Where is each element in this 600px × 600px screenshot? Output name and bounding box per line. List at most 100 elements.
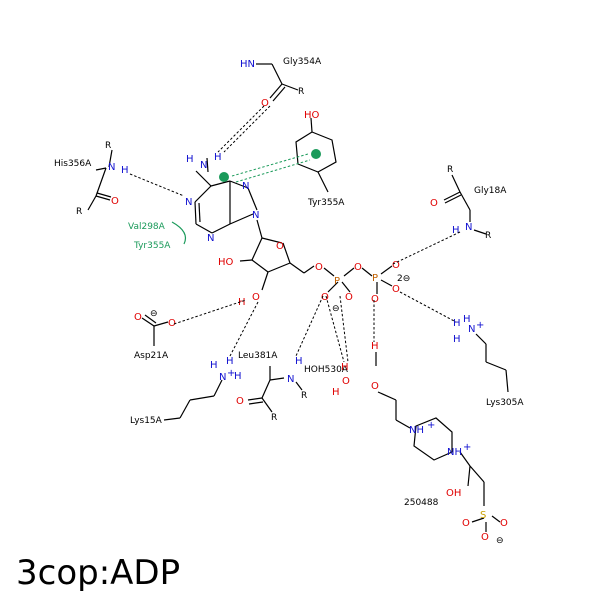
leu381-r1-label: R <box>301 391 307 401</box>
lys15-h1-label: H <box>226 356 234 367</box>
gly354-r-label: R <box>298 87 304 97</box>
ligand-id-label: 250488 <box>404 498 439 508</box>
residue-tyr355: HO Tyr355A <box>295 110 345 208</box>
gly354-label: Gly354A <box>283 57 322 67</box>
his356-o-label: O <box>111 196 119 207</box>
lys305-h3-label: H <box>453 334 461 345</box>
gly354-o-label: O <box>261 98 269 109</box>
sulfur-label: S <box>480 510 486 521</box>
n3-label: N <box>207 233 214 244</box>
pa-minus-label: ⊖ <box>332 304 340 314</box>
gly18-label: Gly18A <box>474 186 507 196</box>
leu381-o-label: O <box>236 396 244 407</box>
tyr355-label: Tyr355A <box>307 198 345 208</box>
val298-label: Val298A <box>128 222 166 232</box>
residue-leu381: Leu381A H N R O R <box>236 351 307 423</box>
ribose-oh-label: HO <box>218 257 234 268</box>
pa-o2-label: O <box>345 292 353 303</box>
pip-n1-plus-label: + <box>427 420 435 431</box>
water-h1-label: H <box>341 362 349 373</box>
tyr355-oh-label: HO <box>304 110 320 121</box>
leu381-label: Leu381A <box>238 351 278 361</box>
hydrogen-bonds <box>129 105 461 363</box>
ribose: O HO O H O <box>218 219 323 308</box>
pb-o1-label: O <box>392 260 400 271</box>
pa-o1-label: O <box>321 292 329 303</box>
ribose-o3-h-label: H <box>238 297 246 308</box>
leu381-n-label: N <box>287 374 294 385</box>
water-h2-label: H <box>332 387 340 398</box>
o5-label: O <box>315 262 323 273</box>
n6-h-label: H <box>186 154 194 165</box>
residue-lys15: H H N + H Lys15A <box>130 356 242 426</box>
his356-r2-label: R <box>76 207 82 217</box>
pb-charge-label: 2⊖ <box>397 274 410 284</box>
lys305-h2-label: H <box>463 314 471 325</box>
lys15-h3-label: H <box>234 371 242 382</box>
lys15-h2-label: H <box>210 360 218 371</box>
lys305-plus-label: + <box>476 320 484 331</box>
n7-label: N <box>242 181 249 192</box>
asp21-minus-label: ⊖ <box>150 309 158 319</box>
lig-o-label: O <box>371 381 379 392</box>
so3-o1-label: O <box>462 518 470 529</box>
asp21-label: Asp21A <box>134 351 169 361</box>
ribose-o3-label: O <box>252 292 260 303</box>
water-hoh530: HOH530A H O H <box>304 362 350 398</box>
adenine: H N H N N N N <box>185 152 259 244</box>
his356-label: His356A <box>54 159 92 169</box>
bridge-o-label: O <box>354 262 362 273</box>
pb-o2-label: O <box>392 284 400 295</box>
hoh530-label: HOH530A <box>304 365 349 375</box>
pip-n2-plus-label: + <box>463 442 471 453</box>
ribose-o-label: O <box>276 241 284 252</box>
so3-minus-label: ⊖ <box>496 536 504 546</box>
n9-label: N <box>252 210 259 221</box>
leu381-r2-label: R <box>271 413 277 423</box>
n6-h2-label: H <box>214 152 222 163</box>
diphosphate: P P O O O ⊖ O O O 2⊖ <box>321 260 410 314</box>
lys15-n-label: N <box>219 372 226 383</box>
pip-n1-label: NH <box>409 425 424 436</box>
p-alpha-label: P <box>334 276 340 287</box>
residue-gly354: HN Gly354A R O <box>240 57 322 109</box>
so3-o3-label: O <box>481 532 489 543</box>
diagram-title: 3cop:ADP <box>16 553 180 593</box>
residue-lys305: H N + H H Lys305A <box>453 314 524 408</box>
hydrophobic-contact: Val298A Tyr355A <box>128 221 187 251</box>
gly18-r1-label: R <box>447 165 453 175</box>
leu381-h-label: H <box>295 356 303 367</box>
pb-o3-label: O <box>371 294 379 305</box>
his356-n-label: N <box>108 162 115 173</box>
residue-gly18: R Gly18A O H N R <box>430 165 507 241</box>
asp21-o2-label: O <box>168 318 176 329</box>
so3-o2-label: O <box>500 518 508 529</box>
lys15-plus-label: + <box>227 368 235 379</box>
pi-stacking-dot <box>311 149 321 159</box>
asp21-o1-label: O <box>134 312 142 323</box>
n1-label: N <box>185 197 192 208</box>
lig-o-h-label: H <box>371 341 379 352</box>
n6-label: N <box>200 160 207 171</box>
lys15-label: Lys15A <box>130 416 163 426</box>
residue-asp21: O O ⊖ Asp21A <box>134 309 176 361</box>
pip-n2-label: NH <box>447 447 462 458</box>
p-beta-label: P <box>372 273 378 284</box>
residue-his356: His356A R N H R O <box>54 141 129 217</box>
hydrophobic-contact-dot <box>219 172 229 182</box>
gly18-n-label: N <box>465 222 472 233</box>
lys305-h1-label: H <box>453 318 461 329</box>
his356-r1-label: R <box>105 141 111 151</box>
gly18-h-label: H <box>452 225 460 236</box>
his356-h-label: H <box>121 165 129 176</box>
tyr355-green-label: Tyr355A <box>133 241 171 251</box>
gly18-r2-label: R <box>485 231 491 241</box>
gly354-nh-label: HN <box>240 59 255 70</box>
water-o-label: O <box>342 376 350 387</box>
gly18-o-label: O <box>430 198 438 209</box>
lys305-label: Lys305A <box>486 398 524 408</box>
ligand-250488: H O NH + NH + OH 250488 S O O O ⊖ <box>371 341 508 546</box>
lys305-n-label: N <box>468 324 475 335</box>
lig-oh-label: OH <box>446 488 461 499</box>
